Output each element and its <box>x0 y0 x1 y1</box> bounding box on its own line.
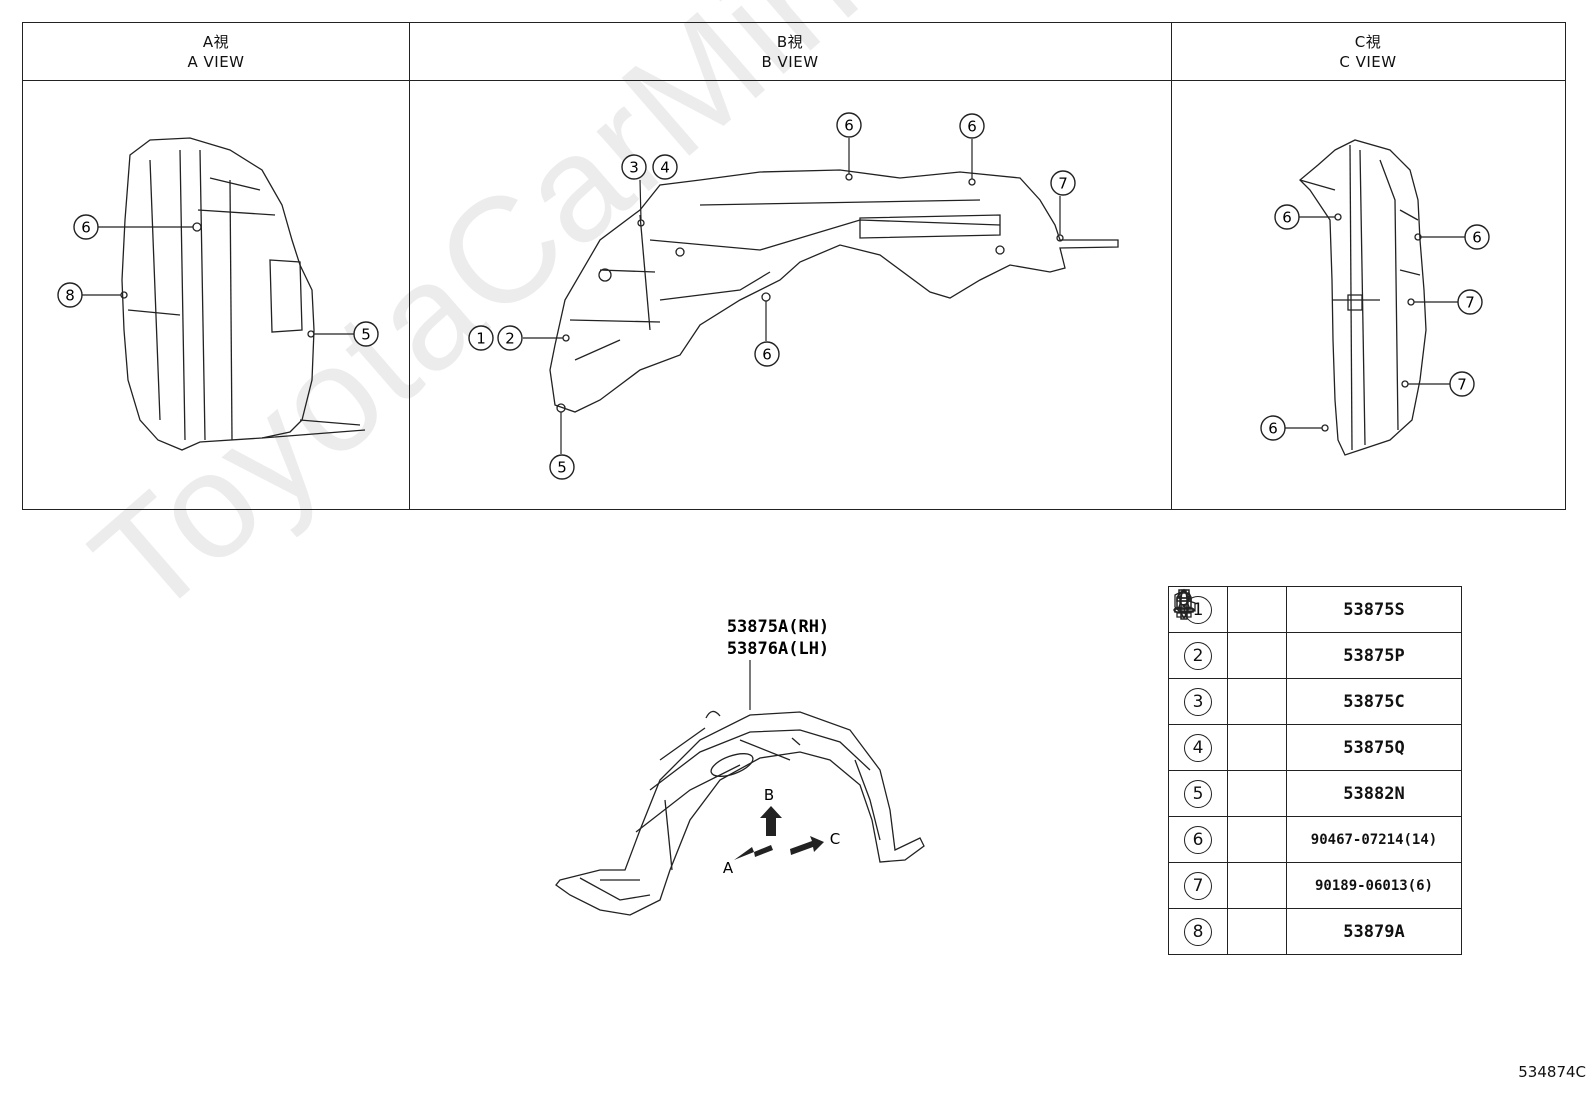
legend-number: 4 <box>1168 724 1228 771</box>
callout: 1 <box>476 330 486 348</box>
callout: 4 <box>660 159 670 177</box>
legend-row: 2 53875P <box>1168 588 1462 679</box>
callout: 7 <box>1465 294 1475 312</box>
legend-row: 4 53875Q <box>1168 588 1462 771</box>
view-divider <box>409 23 410 509</box>
view-a-en: A VIEW <box>187 53 245 71</box>
legend-part-code: 53875Q <box>1286 724 1462 771</box>
callout: 6 <box>1282 209 1292 227</box>
legend-number: 3 <box>1168 678 1228 725</box>
view-a-callouts: 6 8 5 <box>57 214 379 347</box>
legend-part-code: 53882N <box>1286 770 1462 817</box>
legend-part-code: 90467-07214(14) <box>1286 816 1462 863</box>
view-c-en: C VIEW <box>1339 53 1397 71</box>
main-part-rh: 53875A(RH) <box>727 617 829 637</box>
direction-label-c: C <box>830 830 840 848</box>
main-part-lh: 53876A(LH) <box>727 639 829 659</box>
callout: 6 <box>762 346 772 364</box>
views-panel: A視 A VIEW B視 B VIEW C視 C VIEW <box>22 22 1566 510</box>
grommet-icon <box>1173 591 1287 909</box>
legend-part-code: 53875C <box>1286 678 1462 725</box>
view-c-header: C視 C VIEW <box>1171 23 1565 81</box>
legend-part-code: 53875P <box>1286 632 1462 679</box>
callout: 6 <box>81 219 91 237</box>
callout: 6 <box>1472 229 1482 247</box>
legend-row: 6 90467-07214(14) <box>1168 588 1462 863</box>
callout: 7 <box>1058 175 1068 193</box>
callout: 7 <box>1457 376 1467 394</box>
legend-number: 7 <box>1168 862 1228 909</box>
callout: 5 <box>361 326 371 344</box>
clip-icon <box>1173 586 1287 633</box>
view-a-liner <box>120 137 366 451</box>
view-a-jp: A視 <box>202 33 230 51</box>
legend-number: 6 <box>1168 816 1228 863</box>
view-b-en: B VIEW <box>761 53 819 71</box>
view-b-liner <box>549 169 1119 413</box>
legend-number: 2 <box>1168 632 1228 679</box>
callout: 6 <box>1268 420 1278 438</box>
view-c-jp: C視 <box>1354 33 1382 51</box>
view-a-header: A視 A VIEW <box>23 23 409 81</box>
legend-row: 3 53875C <box>1168 589 1462 725</box>
legend-part-code: 90189-06013(6) <box>1286 862 1462 909</box>
direction-label-b: B <box>764 786 774 804</box>
legend-row: 7 90189-06013(6) <box>1168 591 1462 909</box>
callout: 8 <box>65 287 75 305</box>
pin-clip-icon <box>1175 588 1287 955</box>
view-b-header: B視 B VIEW <box>409 23 1171 81</box>
direction-arrows <box>734 806 824 860</box>
legend-row: 8 53879A <box>1168 588 1462 955</box>
view-c-liner <box>1299 139 1427 456</box>
push-clip-icon <box>1172 588 1287 863</box>
legend-number: 8 <box>1168 908 1228 955</box>
legend-row: 5 53882N <box>1168 588 1462 817</box>
callout: 3 <box>629 159 639 177</box>
callout: 2 <box>505 330 515 348</box>
nut-clip-icon <box>1173 589 1287 725</box>
direction-label-a: A <box>723 859 734 877</box>
view-divider <box>1171 23 1172 509</box>
view-c-callouts: 6 6 7 7 6 <box>1260 204 1490 441</box>
screw-icon <box>1175 588 1287 771</box>
diagram-id: 534874C <box>1518 1063 1586 1081</box>
legend-part-code: 53879A <box>1286 908 1462 955</box>
callout: 6 <box>967 118 977 136</box>
callout: 6 <box>844 117 854 135</box>
screw-icon <box>1175 588 1287 679</box>
view-b-callouts: 3 4 6 6 7 1 2 6 5 <box>468 112 1076 480</box>
view-b-jp: B視 <box>776 33 804 51</box>
legend-part-code: 53875S <box>1286 586 1462 633</box>
legend-number: 5 <box>1168 770 1228 817</box>
push-clip-icon <box>1172 588 1287 817</box>
main-liner-drawing <box>555 710 925 916</box>
callout: 5 <box>557 459 567 477</box>
